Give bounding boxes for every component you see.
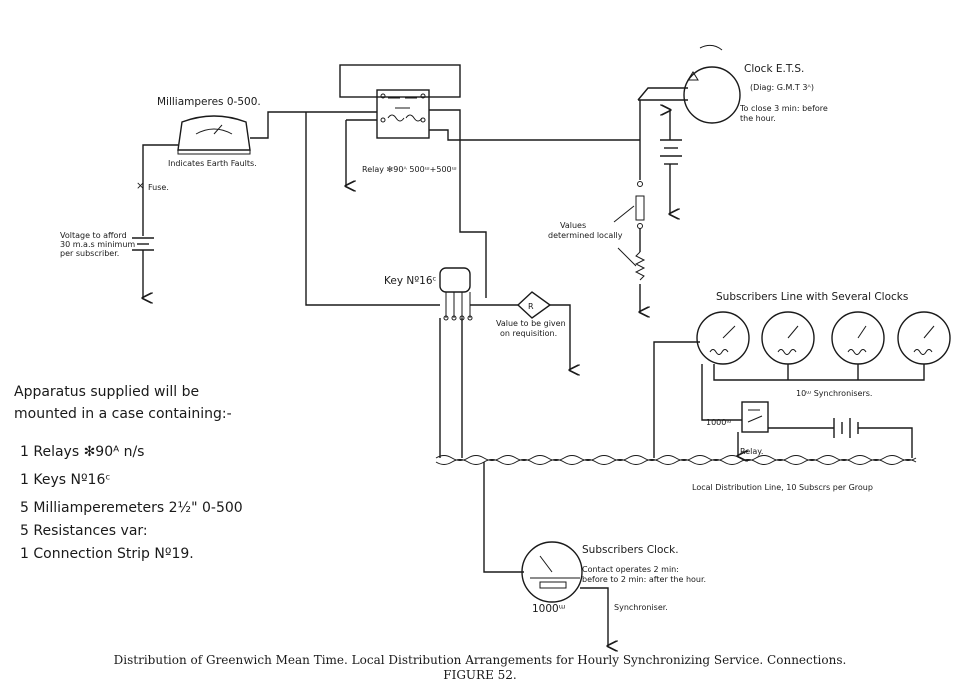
resistance-2 bbox=[634, 251, 646, 281]
battery-left bbox=[132, 237, 154, 298]
apparatus-item: 1 Connection Strip Nº19. bbox=[20, 546, 194, 562]
synchroniser-label: Synchroniser. bbox=[614, 603, 668, 612]
contact-label-2: before to 2 min: after the hour. bbox=[582, 575, 706, 584]
apparatus-heading-1: Apparatus supplied will be bbox=[14, 384, 199, 400]
clock-ets-label: Clock E.T.S. bbox=[744, 63, 804, 75]
fuse-mark: × bbox=[136, 180, 145, 192]
key-label: Key Nº16ᶜ bbox=[384, 275, 437, 287]
subscribers-clock-label: Subscribers Clock. bbox=[582, 544, 679, 556]
apparatus-item: 1 Relays ✻90ᴬ n/s bbox=[20, 444, 144, 460]
svg-text:R: R bbox=[528, 302, 534, 311]
apparatus-item: 1 Keys Nº16ᶜ bbox=[20, 472, 111, 488]
synchronisers-label: 10ᵚ Synchronisers. bbox=[796, 389, 872, 398]
subscribers-line-label: Subscribers Line with Several Clocks bbox=[716, 291, 908, 303]
value-req-2: on requisition. bbox=[500, 329, 557, 338]
values-label-2: determined locally bbox=[548, 231, 623, 240]
milliamperes-label: Milliamperes 0-500. bbox=[157, 96, 261, 108]
clock-1 bbox=[696, 311, 750, 365]
voltage-line-3: per subscriber. bbox=[60, 249, 119, 258]
clock-ets bbox=[637, 44, 741, 124]
values-label-1: Values bbox=[560, 221, 586, 230]
caption-line-2: FIGURE 52. bbox=[443, 668, 516, 682]
clock-close-1: To close 3 min: before bbox=[739, 104, 828, 113]
milliammeter bbox=[177, 115, 251, 155]
resistance-requisition: R bbox=[516, 291, 552, 319]
local-distribution-label: Local Distribution Line, 10 Subscrs per … bbox=[692, 483, 873, 492]
r1000-upper-label: 1000ᵚ bbox=[706, 418, 731, 427]
relay-main-label: Relay ✻90ᴬ 500ᵚ+500ᵚ bbox=[362, 165, 457, 174]
apparatus-item: 5 Resistances var: bbox=[20, 523, 148, 539]
clock-4 bbox=[897, 311, 951, 365]
r1000-lower-label: 1000ᵚ bbox=[532, 603, 565, 615]
contact-label-1: Contact operates 2 min: bbox=[582, 565, 679, 574]
caption-line-1: Distribution of Greenwich Mean Time. Loc… bbox=[114, 653, 847, 667]
battery-relay bbox=[833, 418, 859, 438]
voltage-line-1: Voltage to afford bbox=[60, 231, 127, 240]
clock-diag-label: (Diag: G.M.T 3ᴬ) bbox=[750, 83, 814, 92]
clock-close-2: the hour. bbox=[740, 114, 776, 123]
relay-small-label: Relay. bbox=[740, 447, 763, 456]
fuse-label: Fuse. bbox=[148, 183, 169, 192]
apparatus-item: 5 Milliamperemeters 2½" 0-500 bbox=[20, 500, 243, 516]
apparatus-heading-2: mounted in a case containing:- bbox=[14, 406, 232, 422]
resistance-1 bbox=[635, 195, 645, 221]
battery-ets bbox=[660, 110, 682, 214]
key-16c bbox=[439, 267, 473, 321]
clock-2 bbox=[761, 311, 815, 365]
distribution-line bbox=[435, 455, 917, 461]
main-relay bbox=[339, 64, 461, 139]
clock-3 bbox=[831, 311, 885, 365]
relay-small bbox=[741, 401, 769, 433]
voltage-line-2: 30 m.a.s minimum bbox=[60, 240, 135, 249]
earth-faults-label: Indicates Earth Faults. bbox=[168, 159, 257, 168]
subscribers-clock bbox=[521, 541, 583, 603]
value-req-1: Value to be given bbox=[496, 319, 566, 328]
